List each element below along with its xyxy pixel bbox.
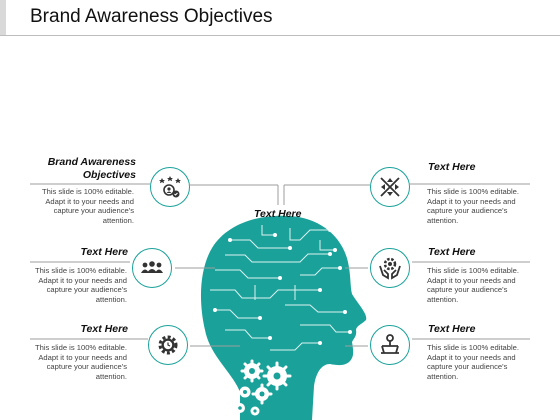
- center-label: Text Here: [254, 208, 302, 220]
- item-3-icon-circle: [148, 325, 188, 365]
- arrows-icon: [380, 177, 400, 197]
- item-6-icon-circle: [370, 325, 410, 365]
- item-1-icon-circle: [150, 167, 190, 207]
- item-5-icon-circle: [370, 248, 410, 288]
- page-title: Brand Awareness Objectives: [30, 6, 273, 27]
- group-icon: [141, 261, 163, 273]
- item-5-label: Text Here: [428, 246, 476, 258]
- item-2-label: Text Here: [80, 246, 128, 258]
- item-2-icon-circle: [132, 248, 172, 288]
- gear-clock-icon: [158, 335, 178, 355]
- item-4-text: This slide is 100% editable. Adapt it to…: [427, 187, 520, 225]
- item-2-text: This slide is 100% editable. Adapt it to…: [34, 266, 127, 304]
- item-5-text: This slide is 100% editable. Adapt it to…: [427, 266, 520, 304]
- item-1-label: Brand Awareness Objectives: [47, 156, 136, 181]
- item-6-label: Text Here: [428, 323, 476, 335]
- item-4-label: Text Here: [428, 161, 476, 173]
- person-balance-icon: [381, 334, 399, 354]
- people-stars-icon: [159, 176, 181, 198]
- hands-gear-icon: [379, 257, 401, 280]
- title-divider: [0, 35, 560, 36]
- item-3-label: Text Here: [80, 323, 128, 335]
- item-4-icon-circle: [370, 167, 410, 207]
- item-6-text: This slide is 100% editable. Adapt it to…: [427, 343, 520, 381]
- item-1-text: This slide is 100% editable. Adapt it to…: [41, 187, 134, 225]
- title-corner-bar: [0, 0, 6, 35]
- item-3-text: This slide is 100% editable. Adapt it to…: [34, 343, 127, 381]
